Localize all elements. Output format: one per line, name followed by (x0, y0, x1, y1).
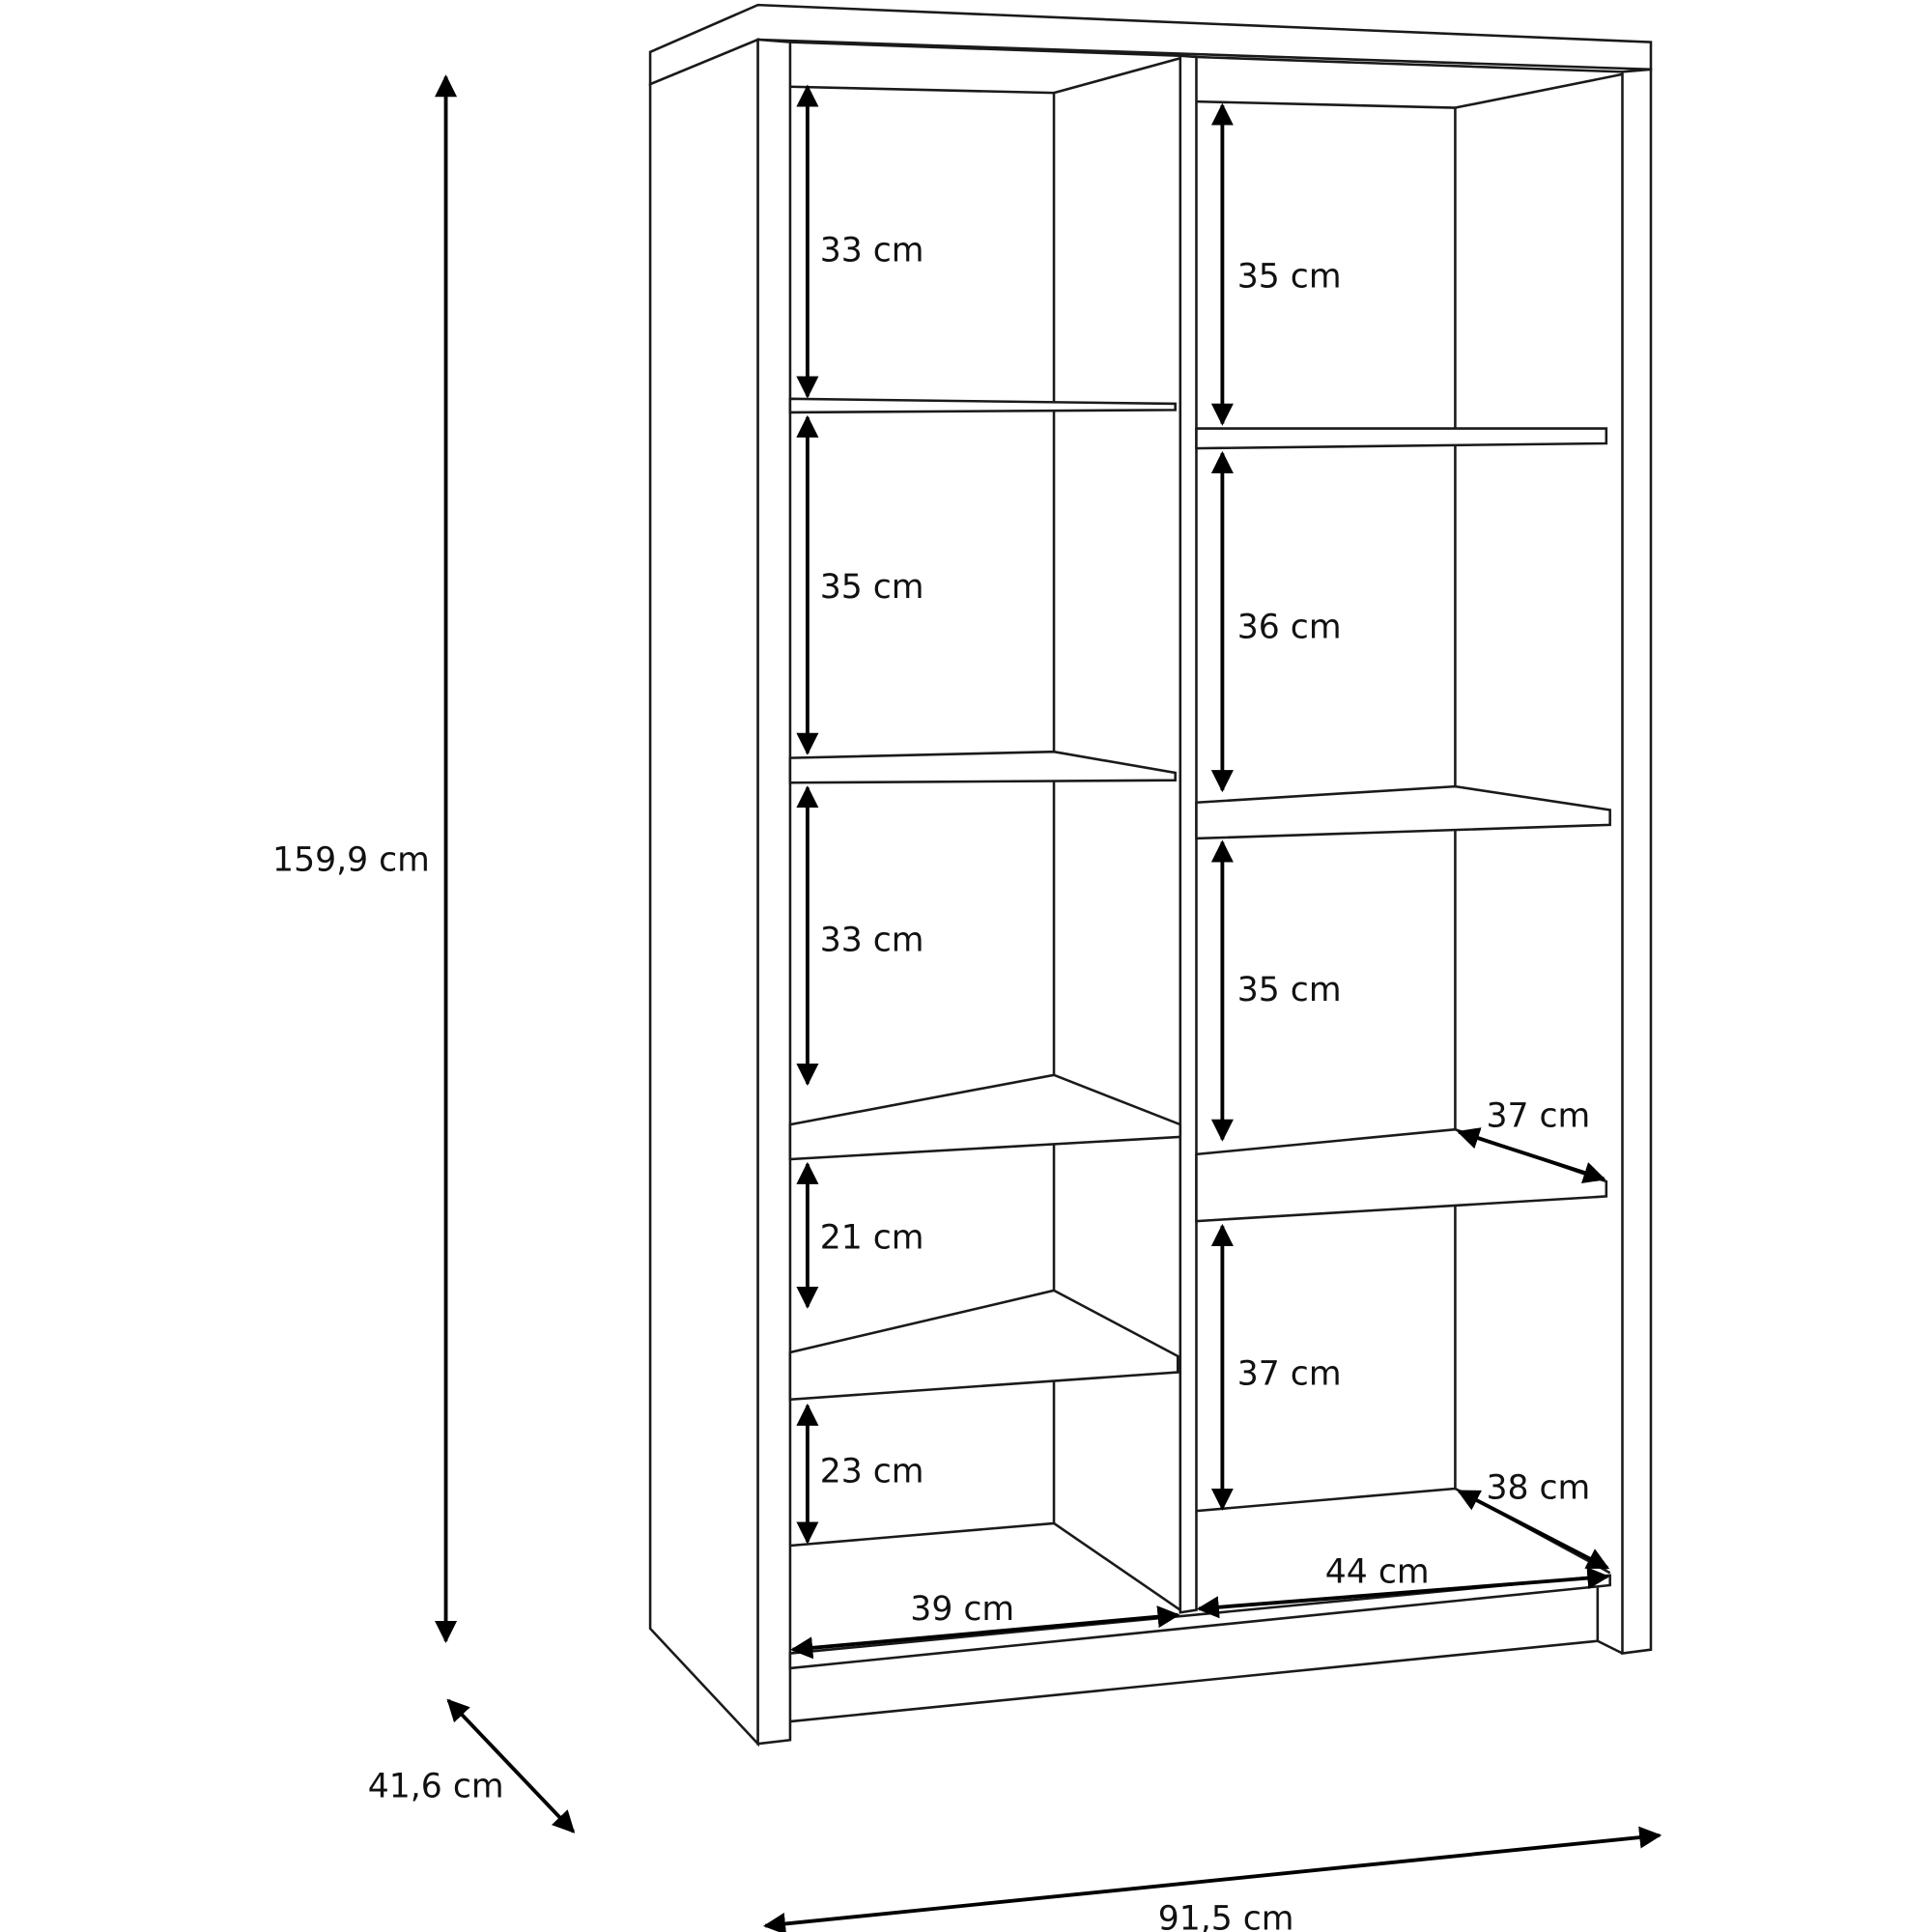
right-inner-width: 44 cm (1325, 1552, 1430, 1591)
right-shelf-depth: 37 cm (1486, 1097, 1590, 1136)
width-label: 91,5 cm (1158, 1899, 1294, 1932)
left-compartment-5: 23 cm (820, 1453, 924, 1492)
right-bottom-depth: 38 cm (1486, 1468, 1590, 1507)
depth-label: 41,6 cm (368, 1767, 504, 1805)
left-compartment-1: 33 cm (820, 232, 924, 270)
right-compartment-3: 35 cm (1237, 971, 1342, 1009)
right-column-dimensions: 35 cm 36 cm 35 cm 37 cm 37 cm 38 cm 44 c… (1196, 102, 1610, 1619)
cabinet-outline (648, 3, 1653, 1747)
right-compartment-2: 36 cm (1237, 608, 1342, 646)
left-compartment-3: 33 cm (820, 922, 924, 960)
left-compartment-4: 21 cm (820, 1218, 924, 1257)
right-compartment-4: 37 cm (1237, 1354, 1342, 1393)
width-arrow (763, 1826, 1662, 1932)
left-compartment-2: 35 cm (820, 568, 924, 607)
right-compartment-1: 35 cm (1237, 257, 1342, 296)
left-inner-width: 39 cm (910, 1590, 1014, 1629)
depth-arrow (446, 1698, 576, 1833)
height-label: 159,9 cm (272, 840, 430, 879)
left-column-dimensions: 33 cm 35 cm 33 cm 21 cm 23 cm 39 cm (790, 84, 1180, 1660)
